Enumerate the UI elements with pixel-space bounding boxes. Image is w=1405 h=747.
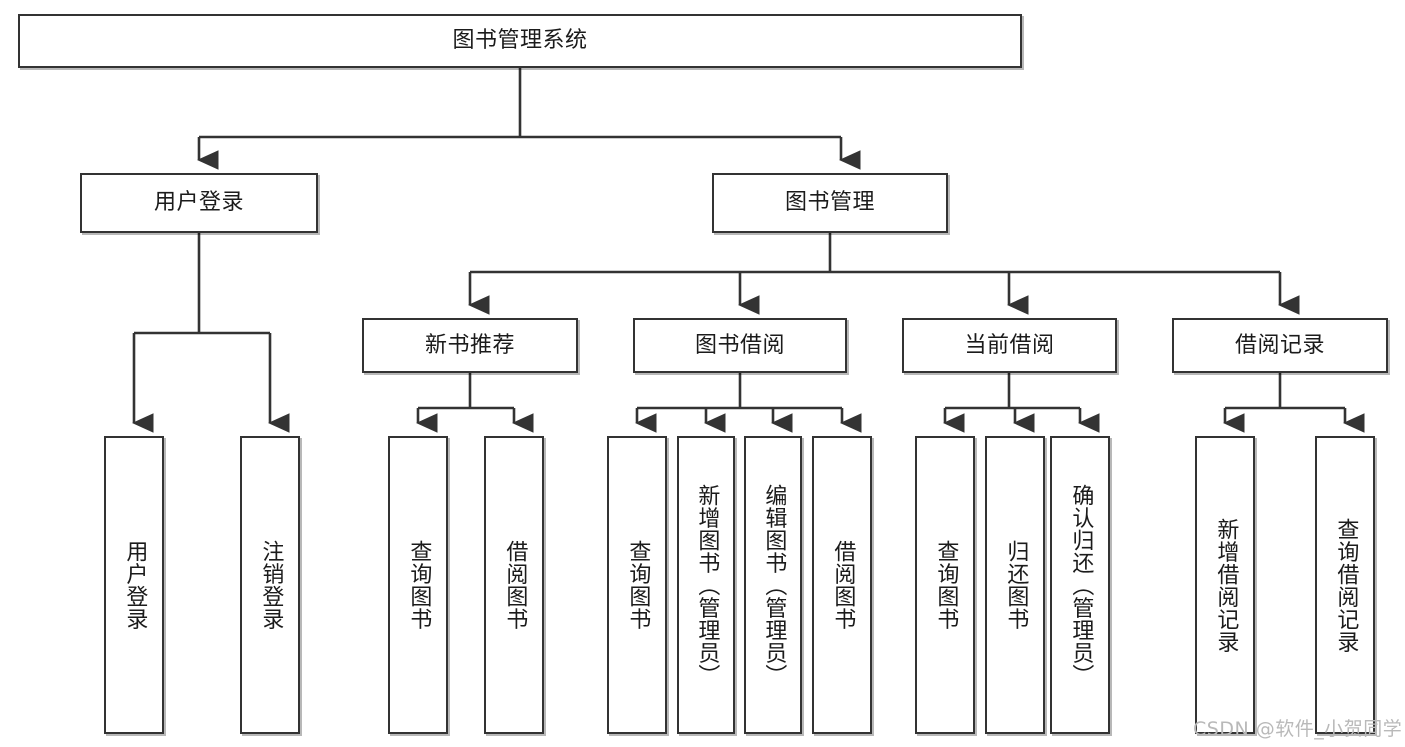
csdn-watermark: CSDN @软件_小贺同学 <box>1193 718 1403 740</box>
node-leaf-borrow-query-book[interactable]: 查询图书 <box>607 436 667 734</box>
node-leaf-user-logout[interactable]: 注销登录 <box>240 436 300 734</box>
node-current-borrow[interactable]: 当前借阅 <box>902 318 1117 373</box>
node-leaf-record-query[interactable]: 查询借阅记录 <box>1315 436 1375 734</box>
node-leaf-newbook-borrow-book[interactable]: 借阅图书 <box>484 436 544 734</box>
node-new-book-recommend[interactable]: 新书推荐 <box>362 318 578 373</box>
node-leaf-borrow-query-book-label: 查询图书 <box>625 540 651 630</box>
node-leaf-current-return-book-label: 归还图书 <box>1003 540 1029 630</box>
node-user-login[interactable]: 用户登录 <box>80 173 318 233</box>
node-book-borrow-label: 图书借阅 <box>694 332 785 358</box>
node-leaf-user-login[interactable]: 用户登录 <box>104 436 164 734</box>
node-book-management-label: 图书管理 <box>784 190 875 216</box>
node-leaf-borrow-add-book[interactable]: 新增图书（管理员） <box>677 436 735 734</box>
node-leaf-user-login-label: 用户登录 <box>122 540 148 630</box>
node-borrow-record-label: 借阅记录 <box>1234 332 1325 358</box>
node-leaf-current-confirm-return[interactable]: 确认归还（管理员） <box>1050 436 1110 734</box>
node-leaf-current-confirm-return-label: 确认归还（管理员） <box>1068 483 1094 687</box>
node-leaf-record-add-label: 新增借阅记录 <box>1213 517 1239 653</box>
node-leaf-current-query-book-label: 查询图书 <box>933 540 959 630</box>
node-leaf-borrow-lend-book[interactable]: 借阅图书 <box>812 436 872 734</box>
node-leaf-current-return-book[interactable]: 归还图书 <box>985 436 1045 734</box>
node-leaf-current-query-book[interactable]: 查询图书 <box>915 436 975 734</box>
node-leaf-borrow-add-book-label: 新增图书（管理员） <box>694 483 720 687</box>
node-leaf-borrow-lend-book-label: 借阅图书 <box>830 540 856 630</box>
node-leaf-user-logout-label: 注销登录 <box>258 540 284 630</box>
node-leaf-borrow-edit-book-label: 编辑图书（管理员） <box>761 483 787 687</box>
node-current-borrow-label: 当前借阅 <box>964 332 1055 358</box>
node-borrow-record[interactable]: 借阅记录 <box>1172 318 1388 373</box>
node-leaf-record-query-label: 查询借阅记录 <box>1333 517 1359 653</box>
node-new-book-recommend-label: 新书推荐 <box>424 332 515 358</box>
node-book-management[interactable]: 图书管理 <box>712 173 948 233</box>
node-leaf-newbook-query-book[interactable]: 查询图书 <box>388 436 448 734</box>
node-leaf-borrow-edit-book[interactable]: 编辑图书（管理员） <box>744 436 802 734</box>
node-book-borrow[interactable]: 图书借阅 <box>633 318 847 373</box>
node-root[interactable]: 图书管理系统 <box>18 14 1022 68</box>
node-leaf-newbook-query-book-label: 查询图书 <box>406 540 432 630</box>
node-leaf-newbook-borrow-book-label: 借阅图书 <box>502 540 528 630</box>
node-leaf-record-add[interactable]: 新增借阅记录 <box>1195 436 1255 734</box>
node-user-login-label: 用户登录 <box>153 190 244 216</box>
node-root-label: 图书管理系统 <box>452 28 588 54</box>
